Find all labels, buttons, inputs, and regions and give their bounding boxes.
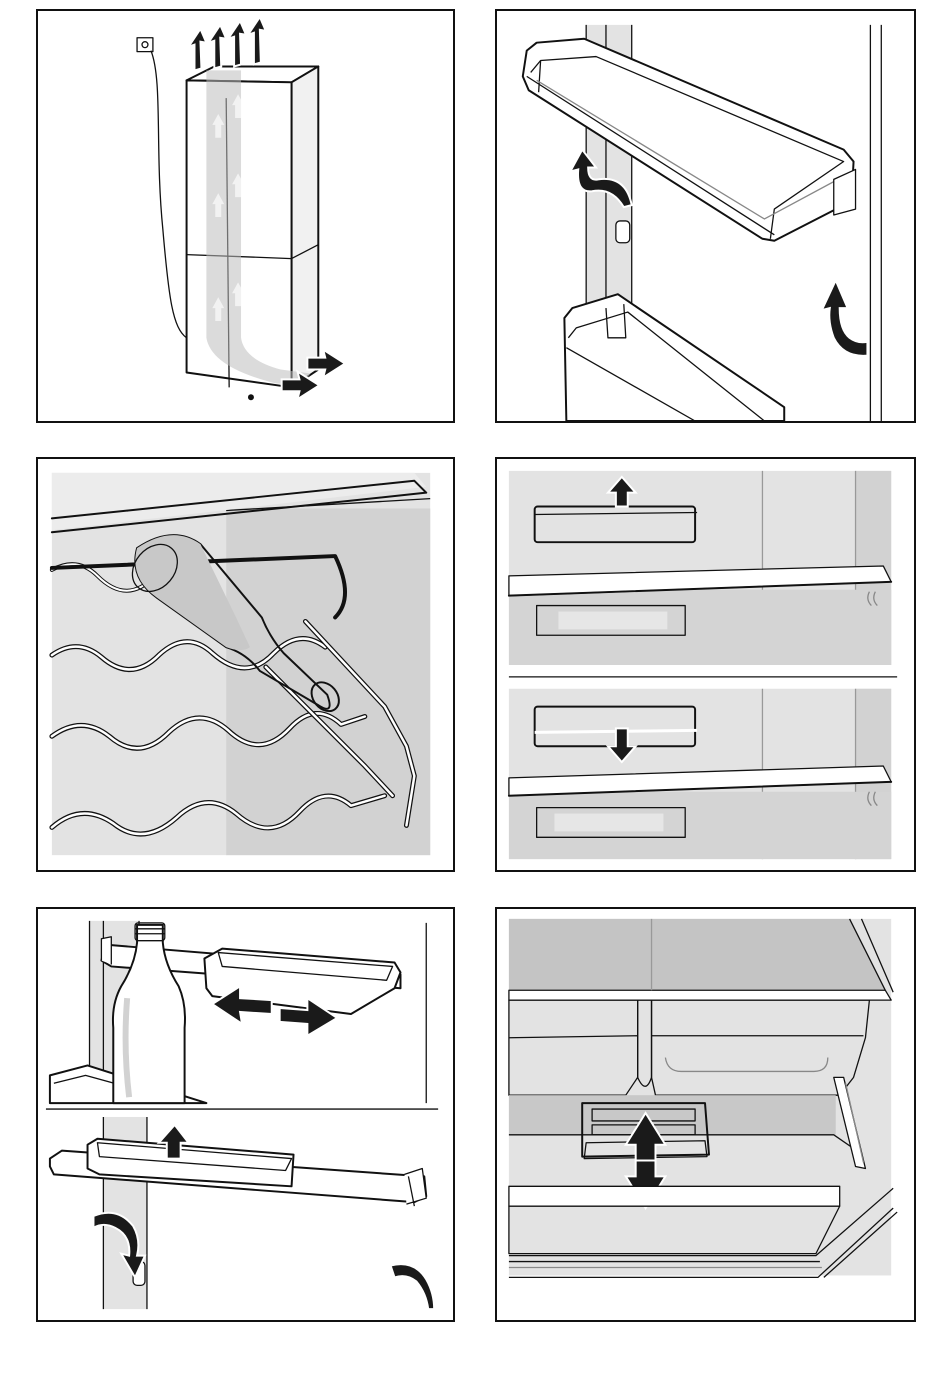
illustration-door-shelf-removal xyxy=(495,9,916,423)
door-shelf-removal-icon xyxy=(497,11,914,421)
illustration-shelf-holder xyxy=(495,457,916,872)
power-cord xyxy=(151,51,187,338)
fridge-airflow-installation-icon xyxy=(38,11,453,421)
upper-door-shelf xyxy=(523,39,854,241)
shelf-holder-up-down-icon xyxy=(497,459,914,870)
freshness-drawer-slider-icon xyxy=(497,909,914,1320)
illustration-bottle-rack xyxy=(36,457,455,872)
illustration-freshness-slider xyxy=(495,907,916,1322)
illustration-sliding-door-tray xyxy=(36,907,455,1322)
exhaust-arrows-icon xyxy=(189,17,266,70)
lift-right-arrow-icon xyxy=(391,1264,435,1309)
lower-door-shelf xyxy=(564,294,784,421)
lift-out-arrow-icon xyxy=(822,280,868,355)
bottle-rack-icon xyxy=(38,459,453,870)
illustration-airflow-installation xyxy=(36,9,455,423)
sliding-door-tray-icon xyxy=(38,909,453,1320)
